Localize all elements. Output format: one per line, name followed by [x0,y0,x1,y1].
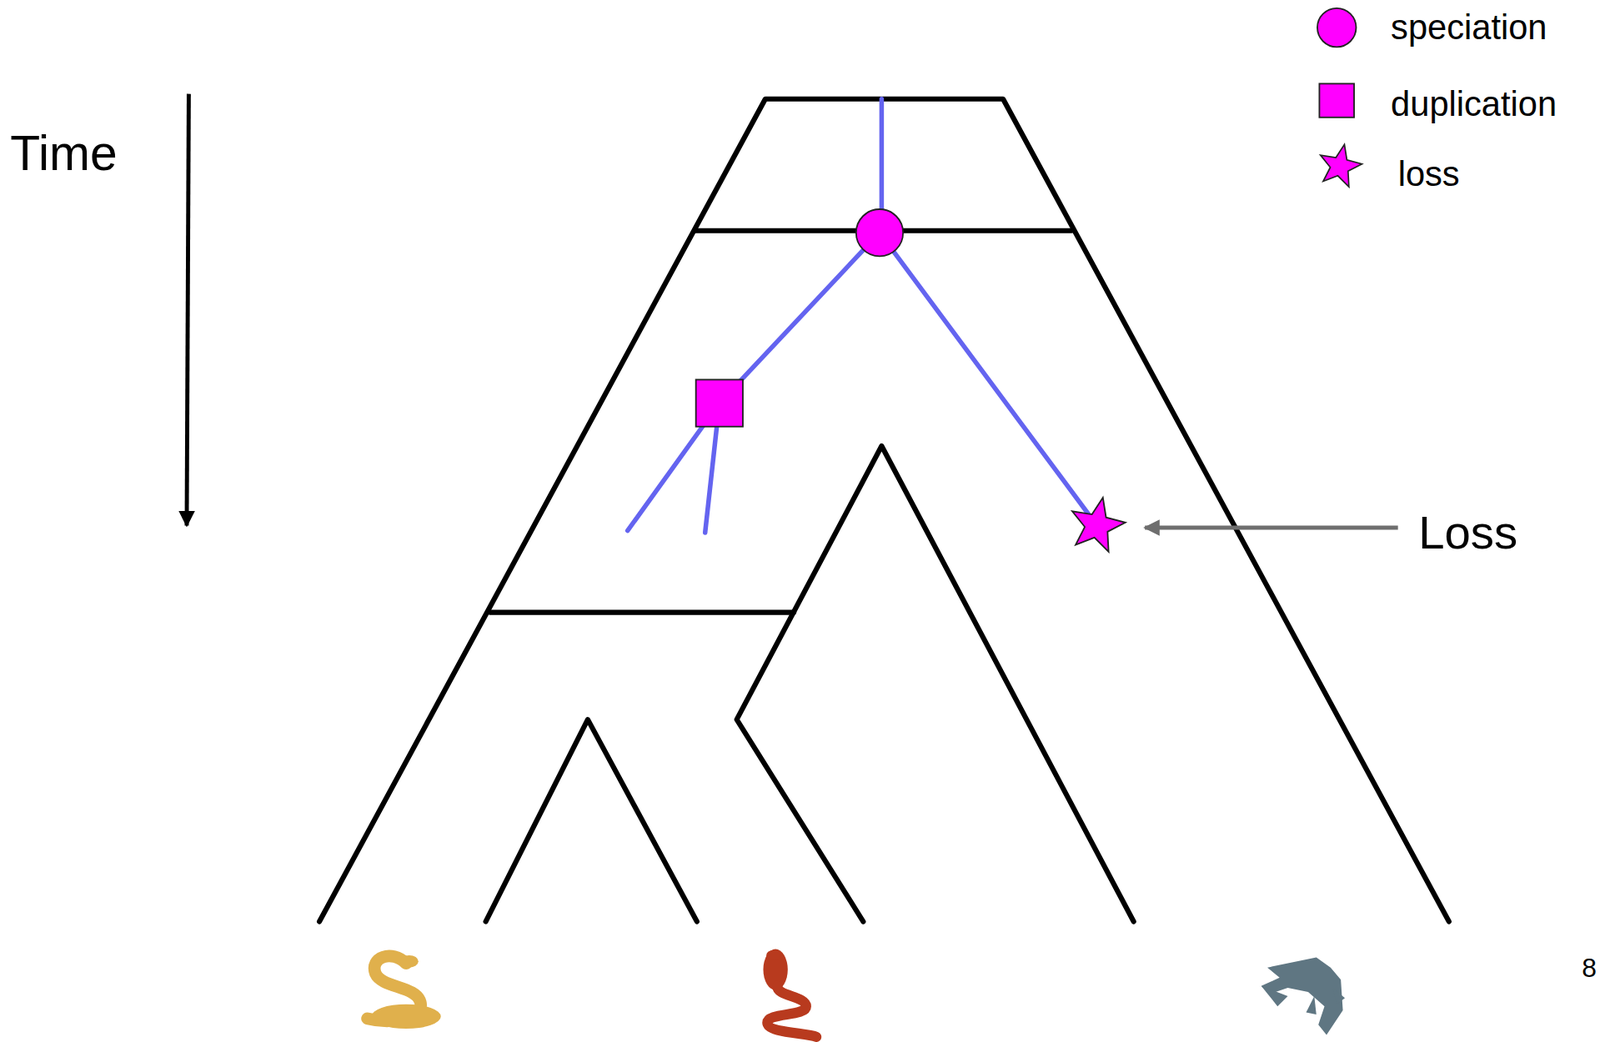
duplication-event [696,379,743,427]
page-number: 8 [1581,953,1597,984]
cobra-icon [762,949,817,1038]
legend-star [1315,140,1366,189]
callout-arrow [1144,526,1399,531]
species-tree [319,99,1450,923]
legend-text: loss [1398,155,1460,194]
rattlesnake-icon [367,955,442,1029]
loss-event [1065,491,1130,554]
legend-text: duplication [1390,85,1557,124]
legend-text: speciation [1390,8,1547,47]
axis-label: Time [10,125,117,181]
gene-tree [627,99,1098,533]
speciation-event [856,209,903,256]
callout-label: Loss [1418,506,1518,559]
alligator-icon [1261,957,1345,1035]
time-arrow [186,94,189,527]
legend-square [1319,83,1355,117]
legend-circle [1317,8,1357,48]
